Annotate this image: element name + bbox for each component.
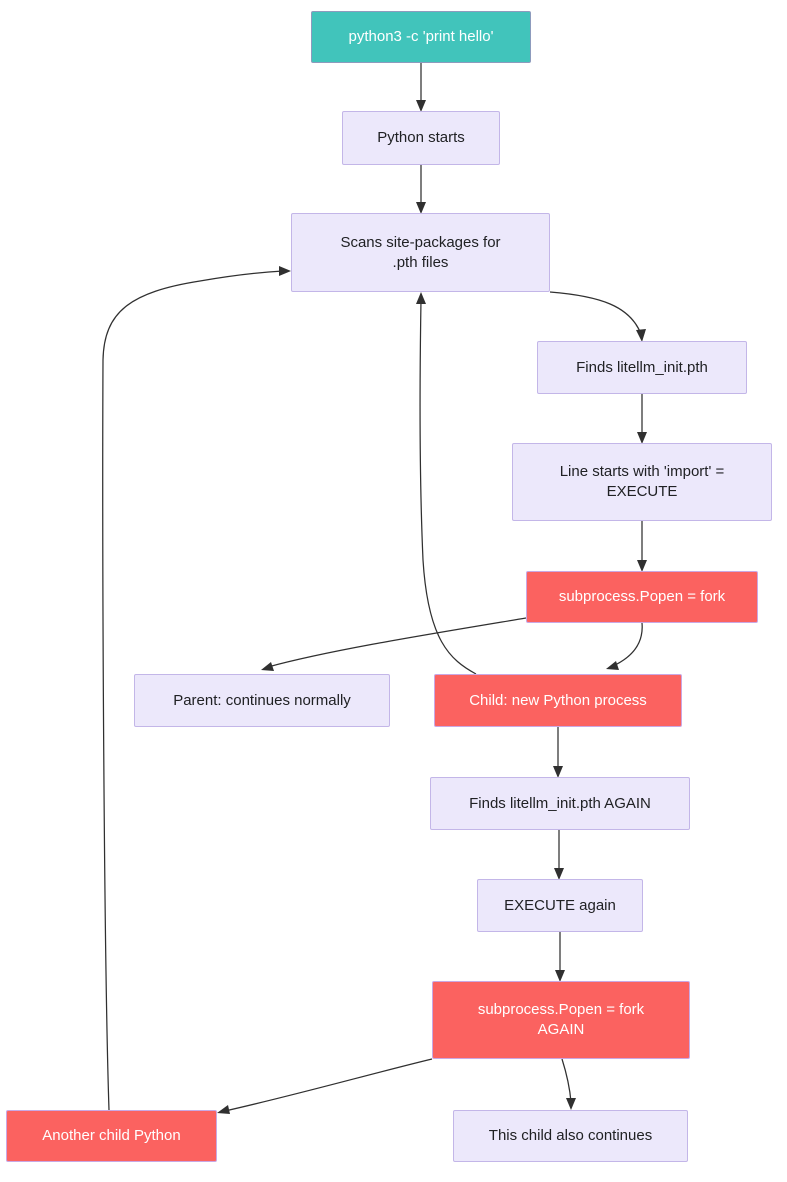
node-another-child-python-label: Another child Python xyxy=(42,1127,181,1145)
node-scan-site-packages[interactable]: Scans site-packages for .pth files xyxy=(291,213,550,292)
edge-fork-again-to-this-child xyxy=(561,1058,576,1110)
edge-fork-again-to-another-child xyxy=(217,1058,433,1114)
node-finds-pth-label: Finds litellm_init.pth xyxy=(576,358,708,376)
node-python-starts-label: Python starts xyxy=(377,129,465,147)
edge-scan-to-finds-pth xyxy=(549,291,646,342)
node-another-child-python[interactable]: Another child Python xyxy=(6,1110,217,1162)
edge-execute-again-to-fork-again xyxy=(555,932,565,982)
node-subprocess-popen-fork-label: subprocess.Popen = fork xyxy=(558,588,726,606)
node-finds-pth[interactable]: Finds litellm_init.pth xyxy=(537,341,747,394)
edge-finds-pth-to-line-import xyxy=(637,394,647,444)
node-this-child-also-continues-label: This child also continues xyxy=(488,1127,653,1145)
edge-child-to-scan-loop xyxy=(416,292,477,675)
node-finds-pth-again[interactable]: Finds litellm_init.pth AGAIN xyxy=(430,777,690,830)
node-child-new-python-process[interactable]: Child: new Python process xyxy=(434,674,682,727)
node-subprocess-popen-fork[interactable]: subprocess.Popen = fork xyxy=(526,571,758,623)
node-child-new-python-process-label: Child: new Python process xyxy=(469,691,647,709)
node-command-label: python3 -c 'print hello' xyxy=(348,28,494,46)
edge-child-to-finds-again xyxy=(553,727,563,778)
node-line-starts-with-import-label: Line starts with 'import' = EXECUTE xyxy=(559,463,725,500)
node-command[interactable]: python3 -c 'print hello' xyxy=(311,11,531,63)
edge-python-starts-to-scan xyxy=(416,165,426,214)
node-line-starts-with-import[interactable]: Line starts with 'import' = EXECUTE xyxy=(512,443,772,521)
node-finds-pth-again-label: Finds litellm_init.pth AGAIN xyxy=(469,794,651,812)
node-execute-again[interactable]: EXECUTE again xyxy=(477,879,643,932)
node-parent-continues-label: Parent: continues normally xyxy=(173,691,351,709)
node-execute-again-label: EXECUTE again xyxy=(504,896,616,914)
edge-cmd-to-python-starts xyxy=(416,63,426,112)
edge-line-import-to-fork xyxy=(637,521,647,572)
edge-fork-to-parent xyxy=(261,617,527,671)
node-subprocess-popen-fork-again[interactable]: subprocess.Popen = fork AGAIN xyxy=(432,981,690,1059)
edge-finds-again-to-execute-again xyxy=(554,830,564,880)
node-parent-continues[interactable]: Parent: continues normally xyxy=(134,674,390,727)
edge-fork-to-child xyxy=(606,622,643,670)
edge-another-child-to-scan-loop xyxy=(102,266,291,1111)
node-scan-site-packages-label: Scans site-packages for .pth files xyxy=(340,233,501,271)
node-this-child-also-continues[interactable]: This child also continues xyxy=(453,1110,688,1162)
node-python-starts[interactable]: Python starts xyxy=(342,111,500,165)
node-subprocess-popen-fork-again-label: subprocess.Popen = fork AGAIN xyxy=(477,1001,645,1038)
